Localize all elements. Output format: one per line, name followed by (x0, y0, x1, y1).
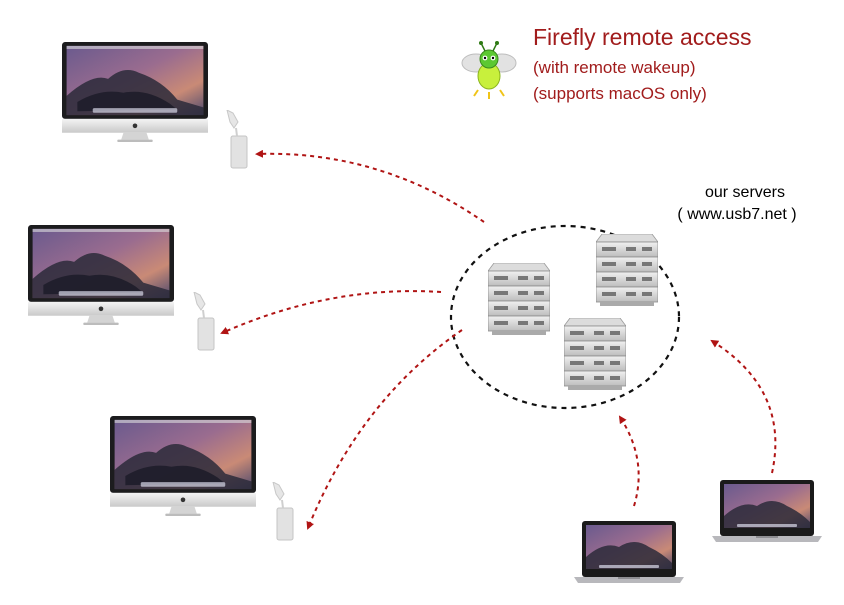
servers-url: ( www.usb7.net ) (677, 206, 797, 223)
arrow-to-imac-2 (220, 290, 442, 335)
usb-dongle-icon (226, 110, 248, 169)
subtitle-macos-only: (supports macOS only) (533, 84, 707, 103)
imac-icon (28, 225, 174, 325)
server-rack-icon (488, 263, 550, 335)
subtitle-remote-wakeup: (with remote wakeup) (533, 58, 696, 77)
arrow-from-laptop-2 (710, 339, 777, 474)
server-cloud (449, 224, 681, 410)
usb-dongle-icon (193, 292, 215, 351)
servers-label: our servers (704, 184, 786, 201)
usb-dongle-icon (272, 482, 294, 541)
server-rack-icon (564, 318, 626, 390)
macbook-icon (712, 480, 822, 542)
arrow-from-laptop-1 (618, 415, 640, 507)
arrow-to-imac-3 (306, 329, 463, 530)
server-rack-icon (596, 234, 658, 306)
page-title: Firefly remote access (533, 24, 752, 50)
firefly-bug-icon (461, 41, 517, 99)
imac-icon (110, 416, 256, 516)
arrow-to-imac-1 (255, 149, 485, 223)
macbook-icon (574, 521, 684, 583)
imac-icon (62, 42, 208, 142)
